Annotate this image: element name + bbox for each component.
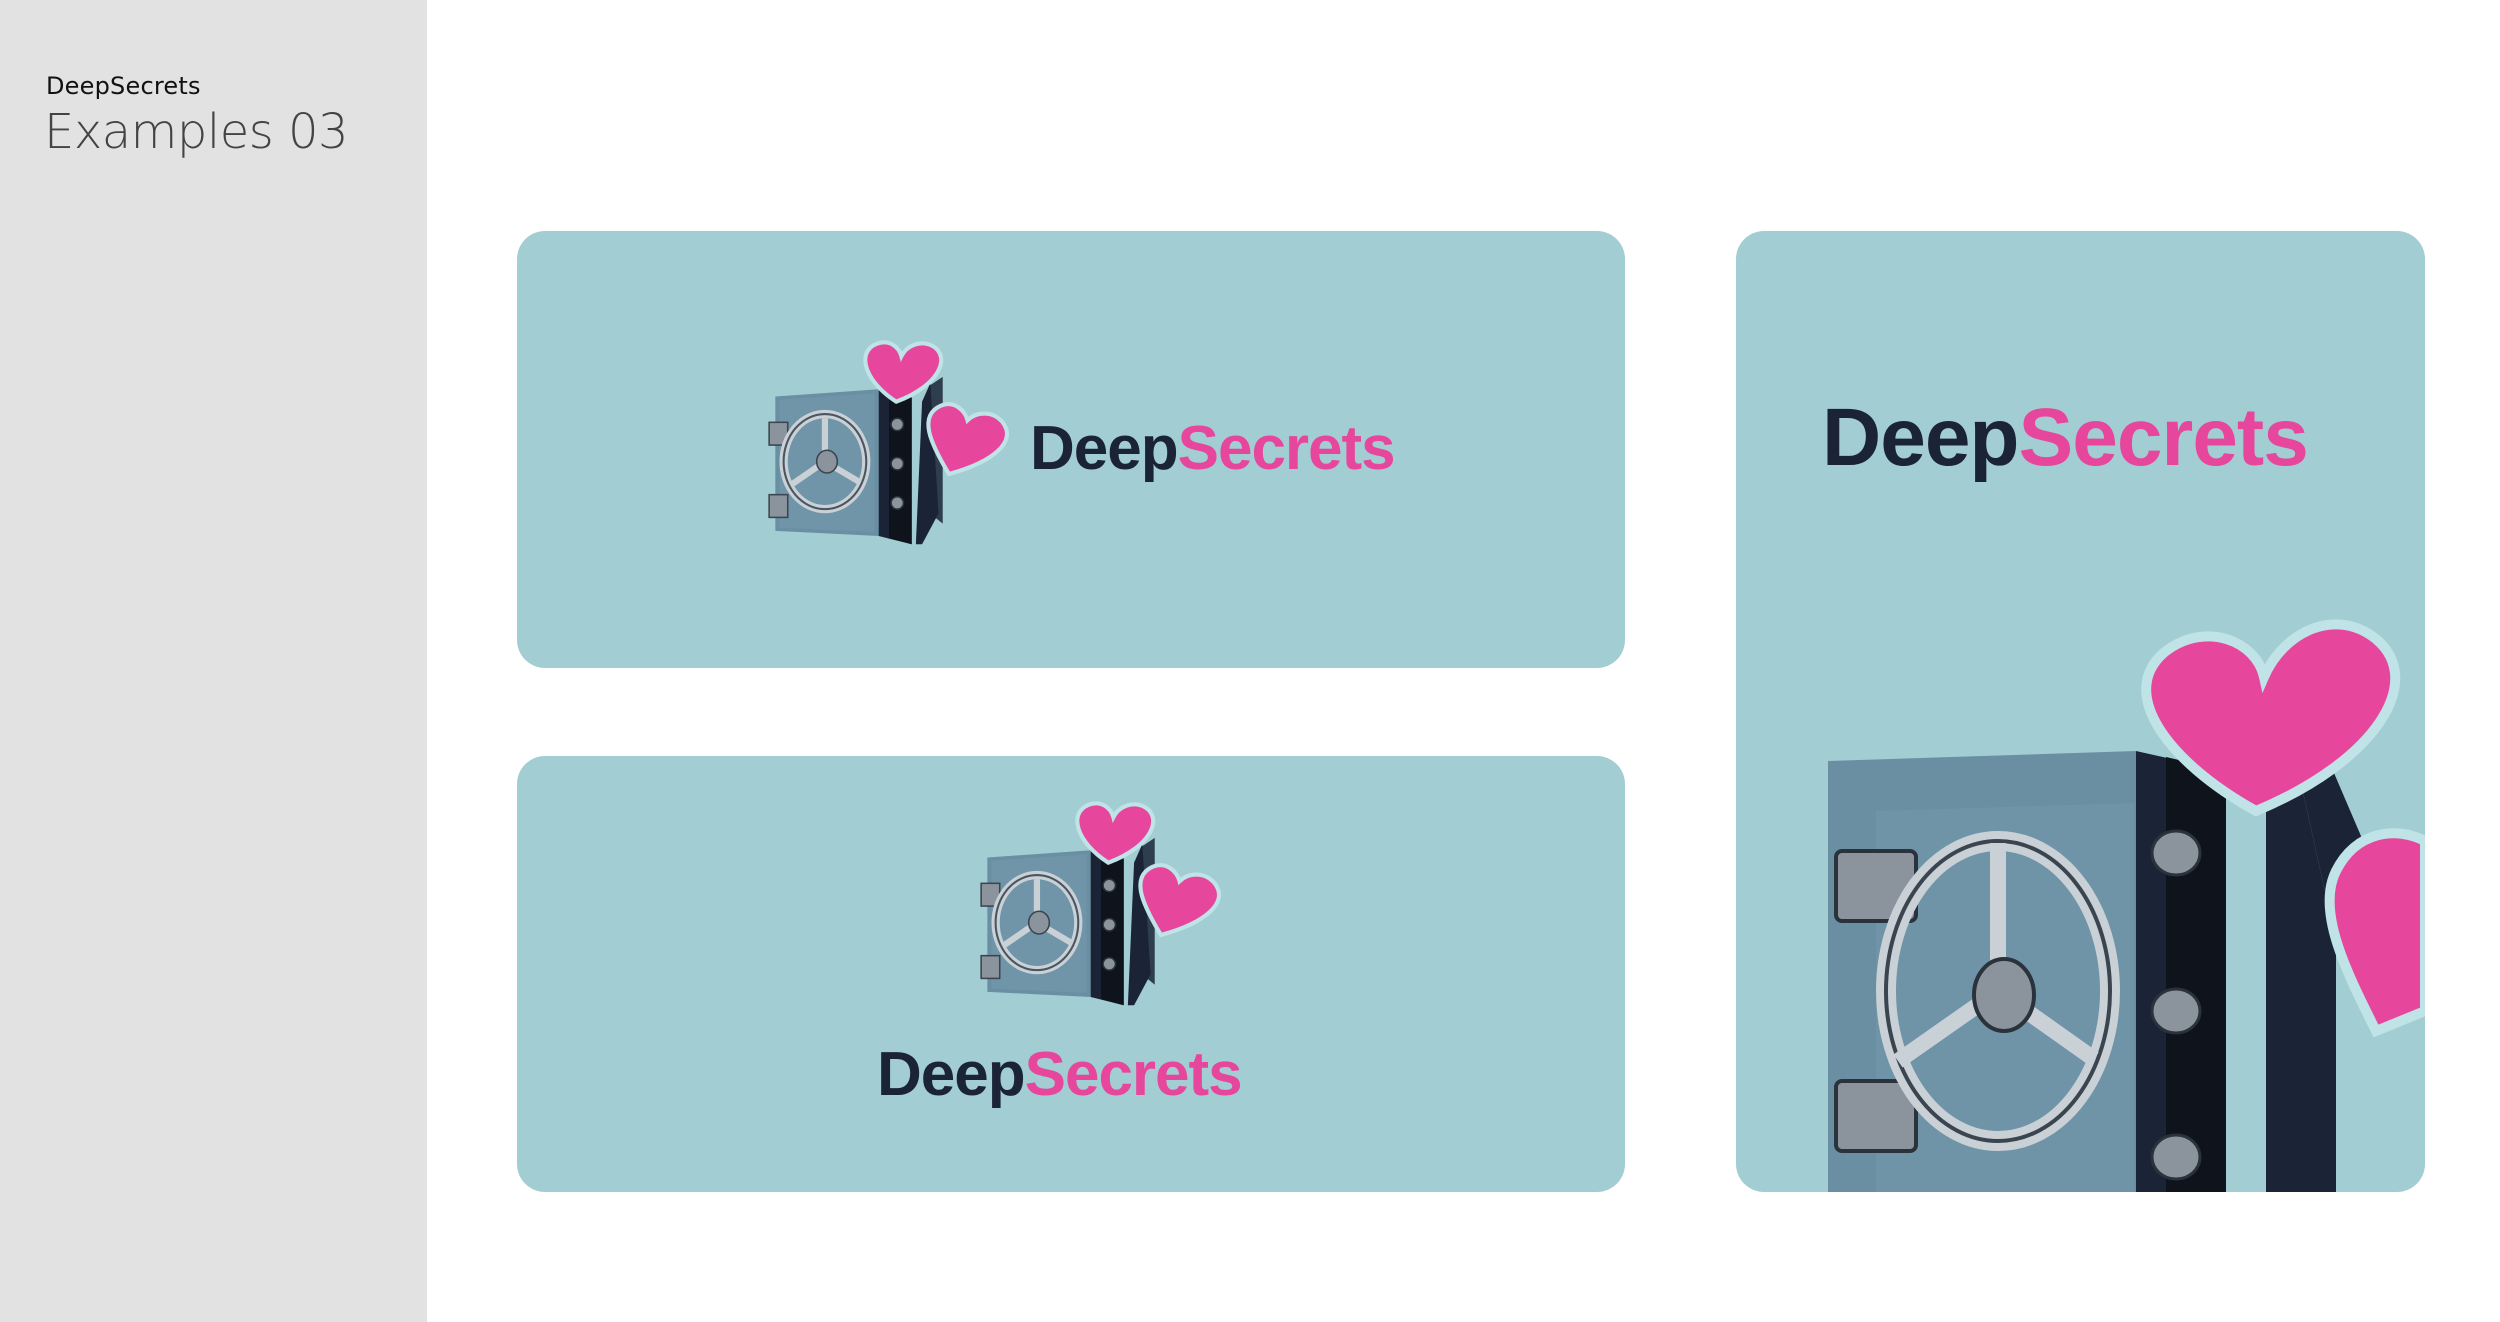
safe-with-hearts-icon bbox=[765, 339, 1013, 547]
safe-close-up-illustration bbox=[1828, 619, 2425, 1192]
sidebar: DeepSecrets Examples 03 bbox=[0, 0, 427, 1322]
example-card-stacked: DeepSecrets bbox=[517, 756, 1625, 1192]
example-card-horizontal: DeepSecrets bbox=[517, 231, 1625, 668]
wordmark-deep: Deep bbox=[1822, 392, 2020, 483]
wordmark: DeepSecrets bbox=[1030, 413, 1396, 484]
wordmark-deep: Deep bbox=[1030, 414, 1179, 483]
wordmark-secrets: Secrets bbox=[1024, 1040, 1243, 1109]
wordmark: DeepSecrets bbox=[877, 1039, 1243, 1110]
wordmark-deep: Deep bbox=[877, 1040, 1026, 1109]
brand-label: DeepSecrets bbox=[46, 72, 201, 100]
example-card-poster: DeepSecrets bbox=[1736, 231, 2425, 1192]
wordmark-secrets: Secrets bbox=[1177, 414, 1396, 483]
wordmark: DeepSecrets bbox=[1822, 391, 2309, 485]
safe-with-hearts-icon bbox=[977, 800, 1225, 1008]
page-title: Examples 03 bbox=[44, 104, 349, 160]
wordmark-secrets: Secrets bbox=[2018, 392, 2309, 483]
